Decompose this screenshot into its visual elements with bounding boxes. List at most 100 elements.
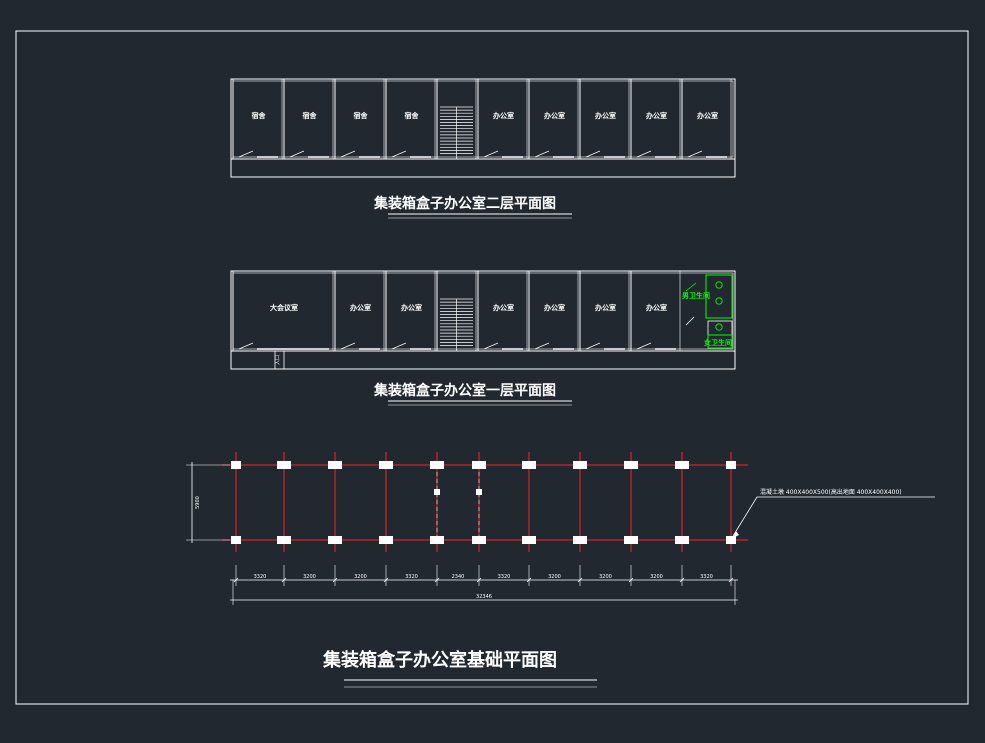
span-dimension-label: 3200 (599, 574, 612, 580)
building-outline (230, 78, 736, 178)
toilet-fixture (715, 281, 723, 289)
door-leaf (391, 150, 407, 158)
concrete-pier (675, 461, 689, 469)
door-leaf (391, 342, 407, 350)
room-label: 办公室 (493, 111, 514, 120)
span-dimension-label: 3200 (548, 574, 561, 580)
span-dimension-label: 3320 (700, 574, 713, 580)
concrete-pier (328, 536, 342, 544)
total-dimension-label: 32346 (476, 594, 492, 600)
concrete-pier (573, 536, 587, 544)
mens-washroom-label: 男卫生间 (682, 291, 710, 300)
concrete-pier (675, 536, 689, 544)
door-leaf (585, 150, 601, 158)
building-outline (230, 270, 736, 370)
door-leaf (289, 150, 305, 158)
room-label: 办公室 (544, 111, 565, 120)
concrete-pier (277, 536, 291, 544)
room-label: 办公室 (646, 111, 667, 120)
door-leaf (585, 342, 601, 350)
concrete-pier (472, 536, 486, 544)
foundation-plan: 5900 3320 3200 3200 3320 2340 3320 3200 3200 3200… (186, 452, 935, 605)
door-leaf (534, 150, 550, 158)
concrete-pier (726, 461, 736, 469)
dimension-slash (728, 577, 734, 583)
door-leaf (636, 342, 652, 350)
door-leaf (687, 150, 703, 158)
room-label: 大会议室 (270, 303, 298, 312)
door-leaf (340, 150, 356, 158)
sheet-border (15, 30, 969, 705)
door-leaf (534, 342, 550, 350)
foundation-plan-title: 集装箱盒子办公室基础平面图 (322, 649, 557, 671)
concrete-pier (573, 461, 587, 469)
entrance-label: 入口 (275, 355, 281, 365)
concrete-pier (231, 536, 241, 544)
dimension-slash (332, 577, 338, 583)
concrete-pier (624, 461, 638, 469)
washroom-door (685, 282, 697, 292)
womens-washroom-label: 女卫生间 (704, 338, 732, 347)
toilet-fixture (715, 297, 723, 305)
concrete-pier (430, 536, 444, 544)
dimension-slash (434, 577, 440, 583)
concrete-pier (328, 461, 342, 469)
concrete-pier (379, 461, 393, 469)
dimension-slash (383, 577, 389, 583)
mens-washroom (705, 274, 733, 319)
door-leaf (685, 316, 695, 326)
room-label: 办公室 (595, 303, 616, 312)
room-label: 办公室 (595, 111, 616, 120)
concrete-pier-small (434, 489, 440, 495)
door-leaf (483, 150, 499, 158)
depth-dimension-label: 5900 (195, 496, 201, 509)
room-label: 办公室 (493, 303, 514, 312)
concrete-pier (231, 461, 241, 469)
room-label: 宿舍 (354, 111, 369, 120)
room-label: 办公室 (646, 303, 667, 312)
dimension-slash (628, 577, 634, 583)
second-floor-plan: 宿舍 宿舍 宿舍 宿舍 办公室 办公室 办公室 办公室 办公室 (230, 78, 736, 178)
first-floor-plan-title: 集装箱盒子办公室一层平面图 (373, 382, 556, 399)
span-dimension-label: 3200 (354, 574, 367, 580)
span-dimension-label: 3320 (498, 574, 511, 580)
leader-line (732, 496, 758, 537)
span-dimension-label: 3200 (303, 574, 316, 580)
concrete-pier-small (476, 489, 482, 495)
room-label: 宿舍 (405, 111, 420, 120)
span-dimension-label: 3320 (405, 574, 418, 580)
room-label: 办公室 (697, 111, 718, 120)
span-dimension-label: 3320 (254, 574, 267, 580)
womens-washroom (707, 334, 733, 349)
dimension-slash (281, 577, 287, 583)
concrete-pier (624, 536, 638, 544)
dimension-slash (233, 577, 239, 583)
dimension-slash (476, 577, 482, 583)
door-leaf (340, 342, 356, 350)
dimension-slash (577, 577, 583, 583)
toilet-fixture (715, 323, 723, 331)
room-label: 办公室 (350, 303, 371, 312)
concrete-pier (379, 536, 393, 544)
room-label: 宿舍 (303, 111, 318, 120)
dimension-slash (679, 577, 685, 583)
door-leaf (238, 342, 254, 350)
concrete-pier (277, 461, 291, 469)
door-leaf (483, 342, 499, 350)
room-label: 宿舍 (252, 111, 267, 120)
second-floor-plan-title: 集装箱盒子办公室二层平面图 (373, 195, 556, 212)
door-leaf (636, 150, 652, 158)
span-dimension-label: 3200 (650, 574, 663, 580)
leader-arrow (733, 531, 739, 538)
door-leaf (238, 150, 254, 158)
room-label: 办公室 (544, 303, 565, 312)
concrete-pier (522, 461, 536, 469)
concrete-pier (726, 536, 736, 544)
room-label: 办公室 (401, 303, 422, 312)
pier-spec-note: 混凝土墩 400X400X500(高出地面 400X400X400) (760, 488, 902, 496)
concrete-pier (522, 536, 536, 544)
span-dimension-label: 2340 (452, 574, 465, 580)
dimension-slash (526, 577, 532, 583)
